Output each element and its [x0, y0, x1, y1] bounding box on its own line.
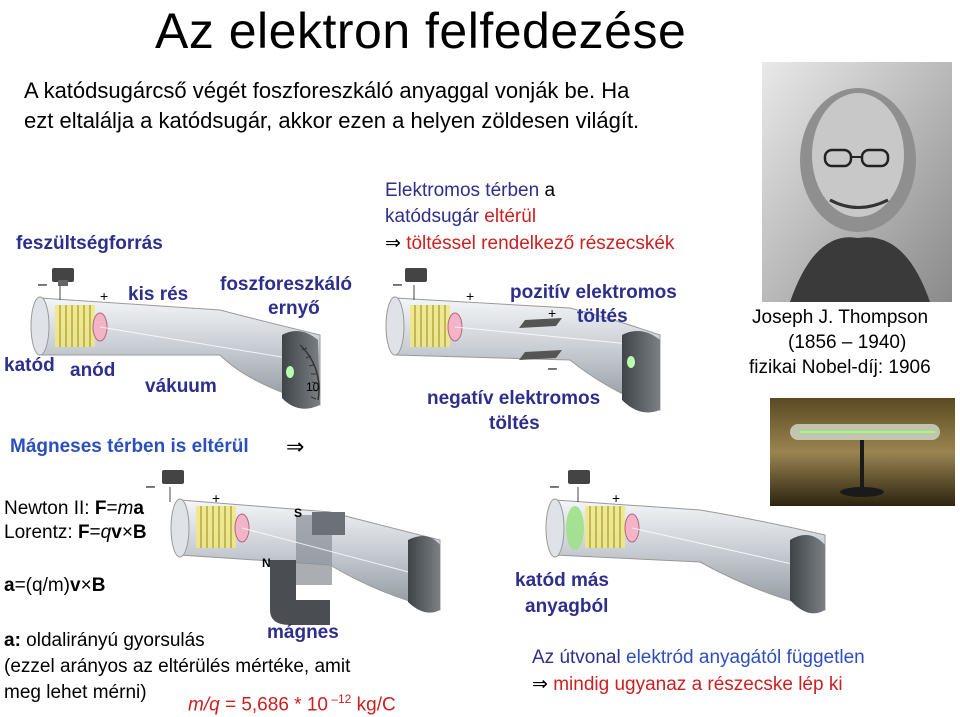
path-independence-text: Az útvonal elektród anyagától független — [532, 647, 865, 669]
magnet-s-label: S — [294, 506, 303, 520]
intro-line-2: ezt eltalálja a katódsugár, akkor ezen a… — [24, 108, 640, 133]
plus-sign: + — [612, 490, 621, 506]
label-positive-line2: töltés — [577, 306, 628, 327]
crt-tube-3 — [162, 470, 441, 625]
label-vacuum: vákuum — [145, 376, 217, 397]
minus-sign: – — [38, 276, 47, 293]
label-screen-line2: ernyő — [268, 298, 320, 319]
label-slit: kis rés — [128, 284, 189, 305]
lorentz-equation: Lorentz: F=qv×B — [4, 522, 147, 544]
arrow-icon: ⇒ — [532, 674, 548, 695]
electric-line-1: Elektromos térben a — [385, 180, 555, 202]
electric-field-text: Elektromos térben — [385, 180, 540, 201]
ratio-exponent: –12 — [327, 692, 352, 706]
newton-equation: Newton II: F=ma — [4, 498, 144, 520]
label-cathode: katód — [4, 355, 55, 376]
path-prefix: Az útvonal — [532, 647, 626, 668]
magnet-n-label: N — [262, 556, 271, 570]
newton-eq: = — [106, 498, 118, 519]
label-cathode-other-line1: katód más — [515, 570, 609, 591]
newton-prefix: Newton II: — [4, 498, 95, 519]
lorentz-cross: × — [121, 522, 133, 543]
proportional-text: (ezzel arányos az eltérülés mértéke, ami… — [4, 656, 351, 677]
minus-sign: – — [548, 360, 557, 377]
intro-line-1: A katódsugárcső végét foszforeszkáló any… — [24, 78, 630, 103]
ratio-unit: kg/C — [351, 694, 396, 716]
accel-v: v — [70, 575, 81, 596]
label-negative-line2: töltés — [489, 413, 540, 434]
same-particle-line: ⇒ mindig ugyanaz a részecske lép ki — [532, 673, 843, 696]
electric-line-2: katódsugár eltérül — [385, 206, 536, 228]
minus-sign: – — [146, 478, 155, 495]
side-acceleration-text: a: oldalirányú gyorsulás — [4, 630, 205, 652]
side-a: a: — [4, 630, 21, 651]
plus-sign: + — [212, 490, 221, 506]
lorentz-eq: = — [89, 522, 101, 543]
plus-sign: + — [548, 305, 557, 321]
label-positive-line1: pozitív elektromos — [510, 282, 677, 303]
scale-tick-label: 10 — [306, 380, 320, 394]
label-screen-line1: foszforeszkáló — [220, 274, 352, 295]
label-negative-line1: negatív elektromos — [427, 388, 601, 409]
page-title: Az elektron felfedezése — [155, 3, 687, 59]
ratio-mq: m/q — [188, 694, 220, 716]
thompson-nobel: fizikai Nobel-díj: 1906 — [749, 357, 931, 378]
label-cathode-other-line2: anyagból — [525, 596, 609, 617]
charged-particles-text: töltéssel rendelkező részecskék — [400, 233, 675, 254]
label-voltage-source: feszültségforrás — [16, 233, 163, 254]
measurable-text: meg lehet mérni) — [4, 682, 147, 703]
thompson-name: Joseph J. Thompson — [752, 307, 929, 328]
plus-sign: + — [466, 288, 475, 304]
newton-a: a — [133, 498, 144, 519]
accel-mid: =(q/m) — [14, 575, 71, 596]
crt-tube-4 — [545, 470, 826, 614]
lorentz-v: v — [111, 522, 122, 543]
accel-B: B — [91, 575, 106, 596]
minus-sign: – — [393, 276, 402, 293]
label-magnetic-deflection: Mágneses térben is eltérül — [10, 436, 249, 457]
thompson-portrait — [762, 62, 952, 302]
label-magnet: mágnes — [267, 622, 339, 643]
arrow-icon: ⇒ — [286, 434, 305, 459]
lorentz-F: F — [77, 522, 90, 543]
acceleration-equation: a=(q/m)v×B — [4, 575, 105, 597]
newton-F: F — [94, 498, 107, 519]
thompson-years: (1856 – 1940) — [788, 332, 907, 353]
electric-line1-suffix: a — [539, 180, 556, 201]
charge-mass-ratio: m/q = 5,686 * 10 –12 kg/C — [188, 692, 396, 716]
side-text: oldalirányú gyorsulás — [20, 630, 205, 651]
electric-line-3: ⇒ töltéssel rendelkező részecskék — [385, 232, 674, 255]
accel-cross: × — [80, 575, 92, 596]
crt-apparatus-photo — [770, 398, 955, 506]
lorentz-q: q — [100, 522, 112, 543]
label-anode: anód — [70, 360, 116, 381]
ratio-value: = 5,686 * 10 — [219, 694, 328, 716]
plus-sign: + — [100, 288, 109, 304]
lorentz-B: B — [132, 522, 147, 543]
deflects-text: eltérül — [484, 206, 537, 227]
electrode-independent-text: elektród anyagától független — [626, 647, 865, 668]
crt-tube-1 — [30, 268, 321, 409]
minus-sign: – — [550, 478, 559, 495]
arrow-icon: ⇒ — [385, 233, 401, 254]
accel-a: a — [4, 575, 15, 596]
crt-tube-2 — [385, 268, 661, 413]
newton-m: m — [117, 498, 134, 519]
lorentz-prefix: Lorentz: — [4, 522, 78, 543]
electric-line2-prefix: katódsugár — [385, 206, 485, 227]
same-particle-text: mindig ugyanaz a részecske lép ki — [547, 674, 843, 695]
